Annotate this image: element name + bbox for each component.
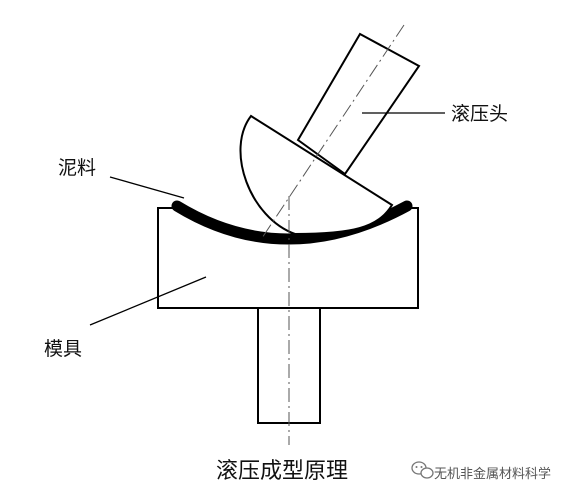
- mold-leader: [89, 276, 207, 326]
- clay-leader: [109, 176, 185, 199]
- wechat-icon: [411, 461, 434, 479]
- roller-shaft: [296, 32, 421, 176]
- roller-hemisphere: [239, 114, 394, 236]
- clay-label: 泥料: [58, 157, 96, 179]
- roller-head-label: 滚压头: [451, 103, 508, 125]
- roller-axis-line: [261, 24, 405, 239]
- mold-label: 模具: [44, 338, 82, 360]
- watermark-text: 无机非金属材料科学: [434, 466, 551, 482]
- diagram-caption: 滚压成型原理: [216, 459, 348, 484]
